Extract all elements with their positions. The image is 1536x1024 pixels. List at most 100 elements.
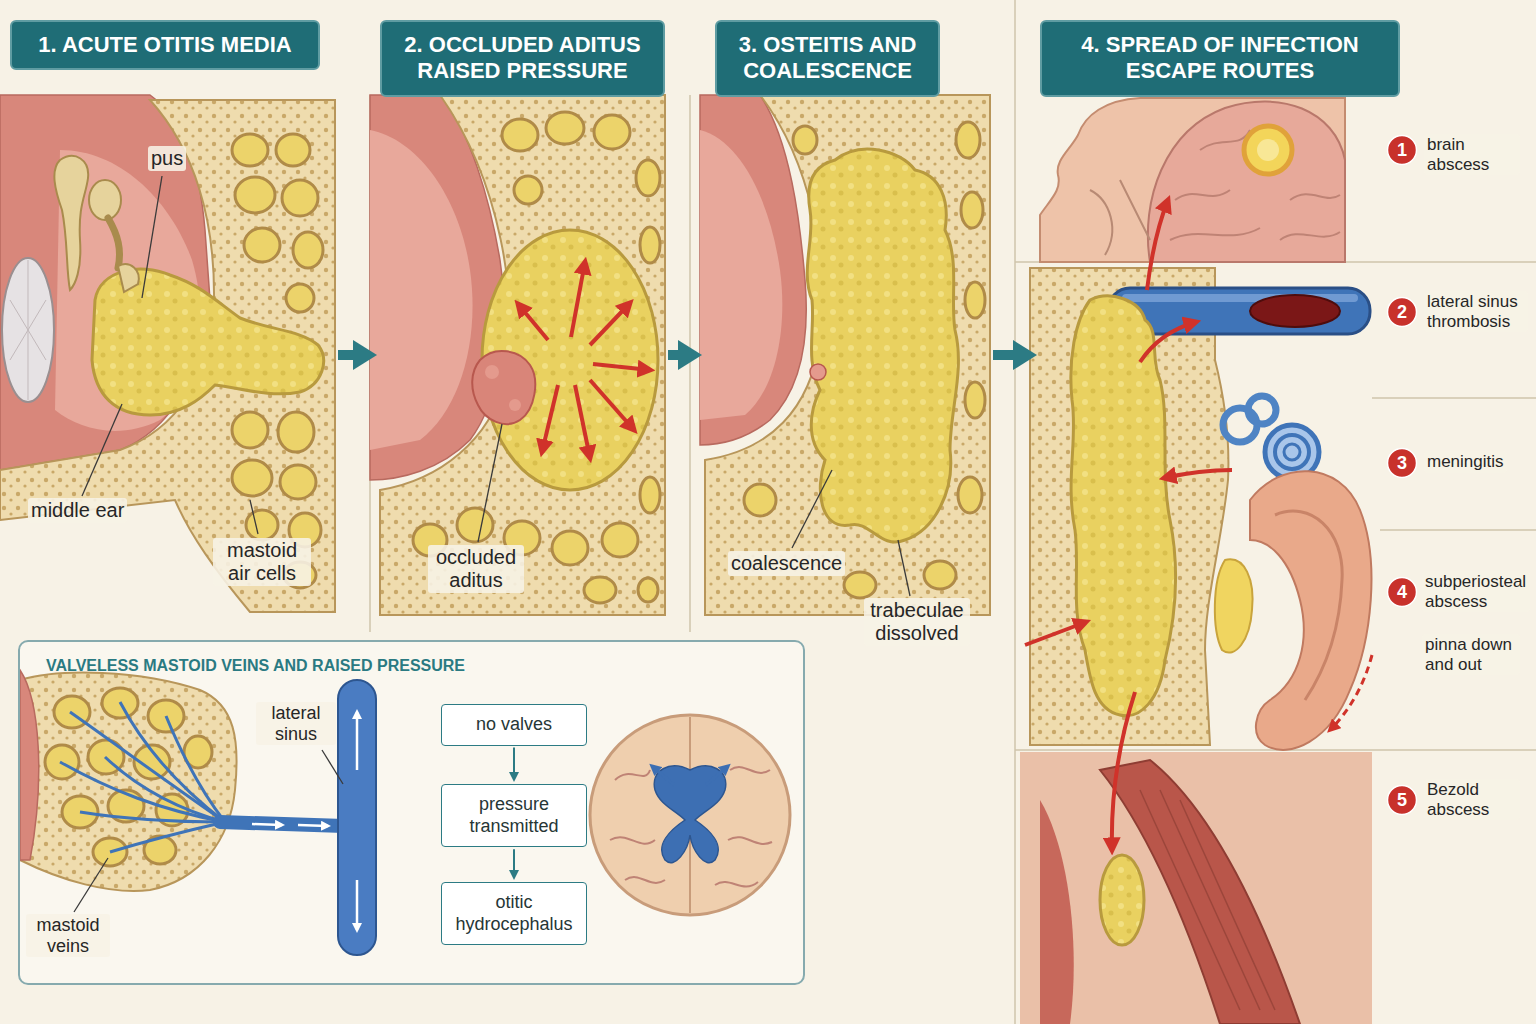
raised-pressure-illustration-part xyxy=(584,577,616,603)
anatomy-label: middle ear xyxy=(28,498,127,523)
raised-pressure-illustration-part xyxy=(518,304,548,340)
acute-otitis-illustration-part xyxy=(235,177,275,213)
flow-arrow xyxy=(513,849,515,870)
panel-separators-part xyxy=(1014,0,1016,1024)
raised-pressure-illustration-part xyxy=(380,95,665,615)
raised-pressure-illustration-part xyxy=(638,578,658,602)
raised-pressure-illustration-part xyxy=(602,523,638,557)
coalescence-illustration-part xyxy=(807,149,958,542)
acute-otitis-illustration-part xyxy=(280,465,316,499)
escape-routes-illustration-part xyxy=(1257,139,1279,161)
venous-inset-illustration-part xyxy=(338,680,376,955)
escape-routes-illustration-part xyxy=(1040,800,1074,1024)
anatomy-label: mastoid air cells xyxy=(213,538,311,586)
raised-pressure-illustration-part xyxy=(485,365,499,379)
escape-routes-illustration-part xyxy=(1020,752,1372,1024)
anatomy-label: lateral sinus thrombosis xyxy=(1424,291,1528,332)
venous-inset-illustration xyxy=(18,640,805,985)
venous-inset-illustration-part xyxy=(20,673,237,891)
escape-routes-illustration-part xyxy=(1250,471,1371,750)
raised-pressure-illustration-part xyxy=(457,508,493,542)
escape-routes-illustration-part xyxy=(1100,855,1144,945)
panel-heading: 3. OSTEITIS AND COALESCENCE xyxy=(715,20,940,97)
venous-inset-illustration-part xyxy=(590,715,790,915)
acute-otitis-illustration-part xyxy=(118,264,139,292)
raised-pressure-illustration-part xyxy=(370,130,473,450)
acute-otitis-illustration-part xyxy=(54,156,88,290)
raised-pressure-illustration-part xyxy=(542,385,558,452)
panel-heading: 4. SPREAD OF INFECTION ESCAPE ROUTES xyxy=(1040,20,1400,97)
inset-box: no valves pressure transmitted otitic hydr… xyxy=(18,640,805,985)
stage-panel: 2. OCCLUDED ADITUS RAISED PRESSURE xyxy=(380,20,665,630)
anatomy-label: lateral sinus xyxy=(256,702,336,745)
callout-number: 2 xyxy=(1386,296,1418,328)
acute-otitis-illustration-part xyxy=(246,510,278,540)
callout-number: 4 xyxy=(1386,576,1418,608)
escape-routes-illustration-part xyxy=(1112,692,1135,850)
anatomy-label: meningitis xyxy=(1424,451,1507,473)
acute-otitis-illustration xyxy=(0,95,335,612)
anatomy-label: Bezold abscess xyxy=(1424,779,1520,820)
escape-routes-illustration-part xyxy=(1071,296,1176,716)
escape-routes-illustration-part xyxy=(1040,98,1345,262)
callout-circle: 2 xyxy=(1386,296,1418,328)
acute-otitis-illustration-part xyxy=(82,404,122,496)
process-text: otitic hydrocephalus xyxy=(450,892,578,935)
venous-inset-illustration-part xyxy=(252,824,282,825)
anatomy-label: mastoid veins xyxy=(26,914,110,957)
acute-otitis-illustration-part xyxy=(108,218,120,268)
raised-pressure-illustration-part xyxy=(552,531,588,565)
escape-routes-illustration-part xyxy=(1090,180,1150,255)
stage-arrow xyxy=(338,350,353,360)
coalescence-illustration-part xyxy=(792,470,832,548)
venous-inset-illustration-part xyxy=(110,822,225,852)
acute-otitis-illustration-part xyxy=(276,134,310,166)
venous-inset-illustration-part xyxy=(70,712,225,822)
acute-otitis-illustration-part xyxy=(278,412,314,452)
callout-circle: 1 xyxy=(1386,134,1418,166)
escape-routes-illustration-part xyxy=(1164,470,1232,478)
venous-inset-illustration-part xyxy=(322,750,343,784)
panel-separators-part xyxy=(1372,397,1536,399)
acute-otitis-illustration-part xyxy=(142,176,162,298)
coalescence-illustration-part xyxy=(744,484,776,516)
coalescence-illustration-part xyxy=(705,95,990,615)
coalescence-illustration-part xyxy=(961,192,983,228)
venous-inset-illustration-part xyxy=(18,640,805,985)
anatomy-label: coalescence xyxy=(728,551,845,576)
escape-routes-illustration-part xyxy=(1250,295,1340,327)
process-box: otitic hydrocephalus xyxy=(441,882,587,945)
panel-separators-part xyxy=(689,95,691,632)
coalescence-illustration-part xyxy=(958,477,982,513)
callout-circle: 3 xyxy=(1386,447,1418,479)
escape-routes-illustration-part xyxy=(1140,322,1196,362)
acute-otitis-illustration-part xyxy=(250,500,258,534)
process-text: pressure transmitted xyxy=(450,794,578,837)
raised-pressure-illustration-part xyxy=(640,227,660,263)
acute-otitis-illustration-part xyxy=(282,180,318,216)
escape-routes-illustration xyxy=(1020,98,1372,1024)
callout-circle: 5 xyxy=(1386,784,1418,816)
venous-inset-illustration-part xyxy=(298,825,328,826)
venous-inset-illustration-part xyxy=(20,670,39,860)
raised-pressure-illustration-part xyxy=(571,262,585,337)
raised-pressure-illustration-part xyxy=(472,351,535,424)
venous-inset-illustration-part xyxy=(356,880,359,930)
escape-routes-illustration-part xyxy=(1147,200,1168,290)
escape-routes-illustration-part xyxy=(1275,511,1342,700)
anatomy-label: trabeculae dissolved xyxy=(864,598,970,646)
callout-number: 5 xyxy=(1386,784,1418,816)
process-box: no valves xyxy=(441,704,587,746)
raised-pressure-illustration-part xyxy=(478,424,502,542)
escape-routes-illustration-part xyxy=(1140,790,1275,1010)
coalescence-illustration-part xyxy=(898,540,910,596)
escape-routes-illustration-part xyxy=(1244,126,1292,174)
acute-otitis-illustration-part xyxy=(89,180,121,220)
raised-pressure-illustration-part xyxy=(509,399,521,411)
callout-number: 3 xyxy=(1386,447,1418,479)
raised-pressure-illustration-part xyxy=(594,115,630,149)
raised-pressure-illustration xyxy=(370,95,665,615)
acute-otitis-illustration-part xyxy=(232,412,268,448)
raised-pressure-illustration-part xyxy=(502,119,538,151)
